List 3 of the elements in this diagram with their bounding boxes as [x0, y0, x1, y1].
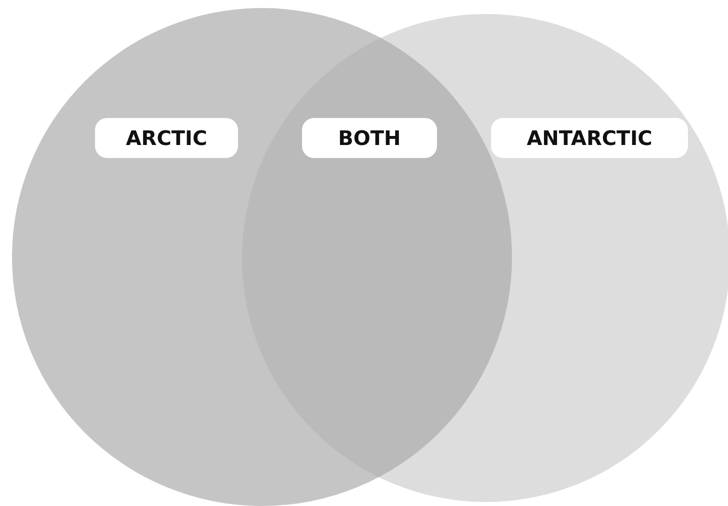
overlap-label: BOTH	[302, 118, 437, 158]
set-label: ANTARCTIC	[491, 118, 688, 158]
set-label: ARCTIC	[95, 118, 238, 158]
